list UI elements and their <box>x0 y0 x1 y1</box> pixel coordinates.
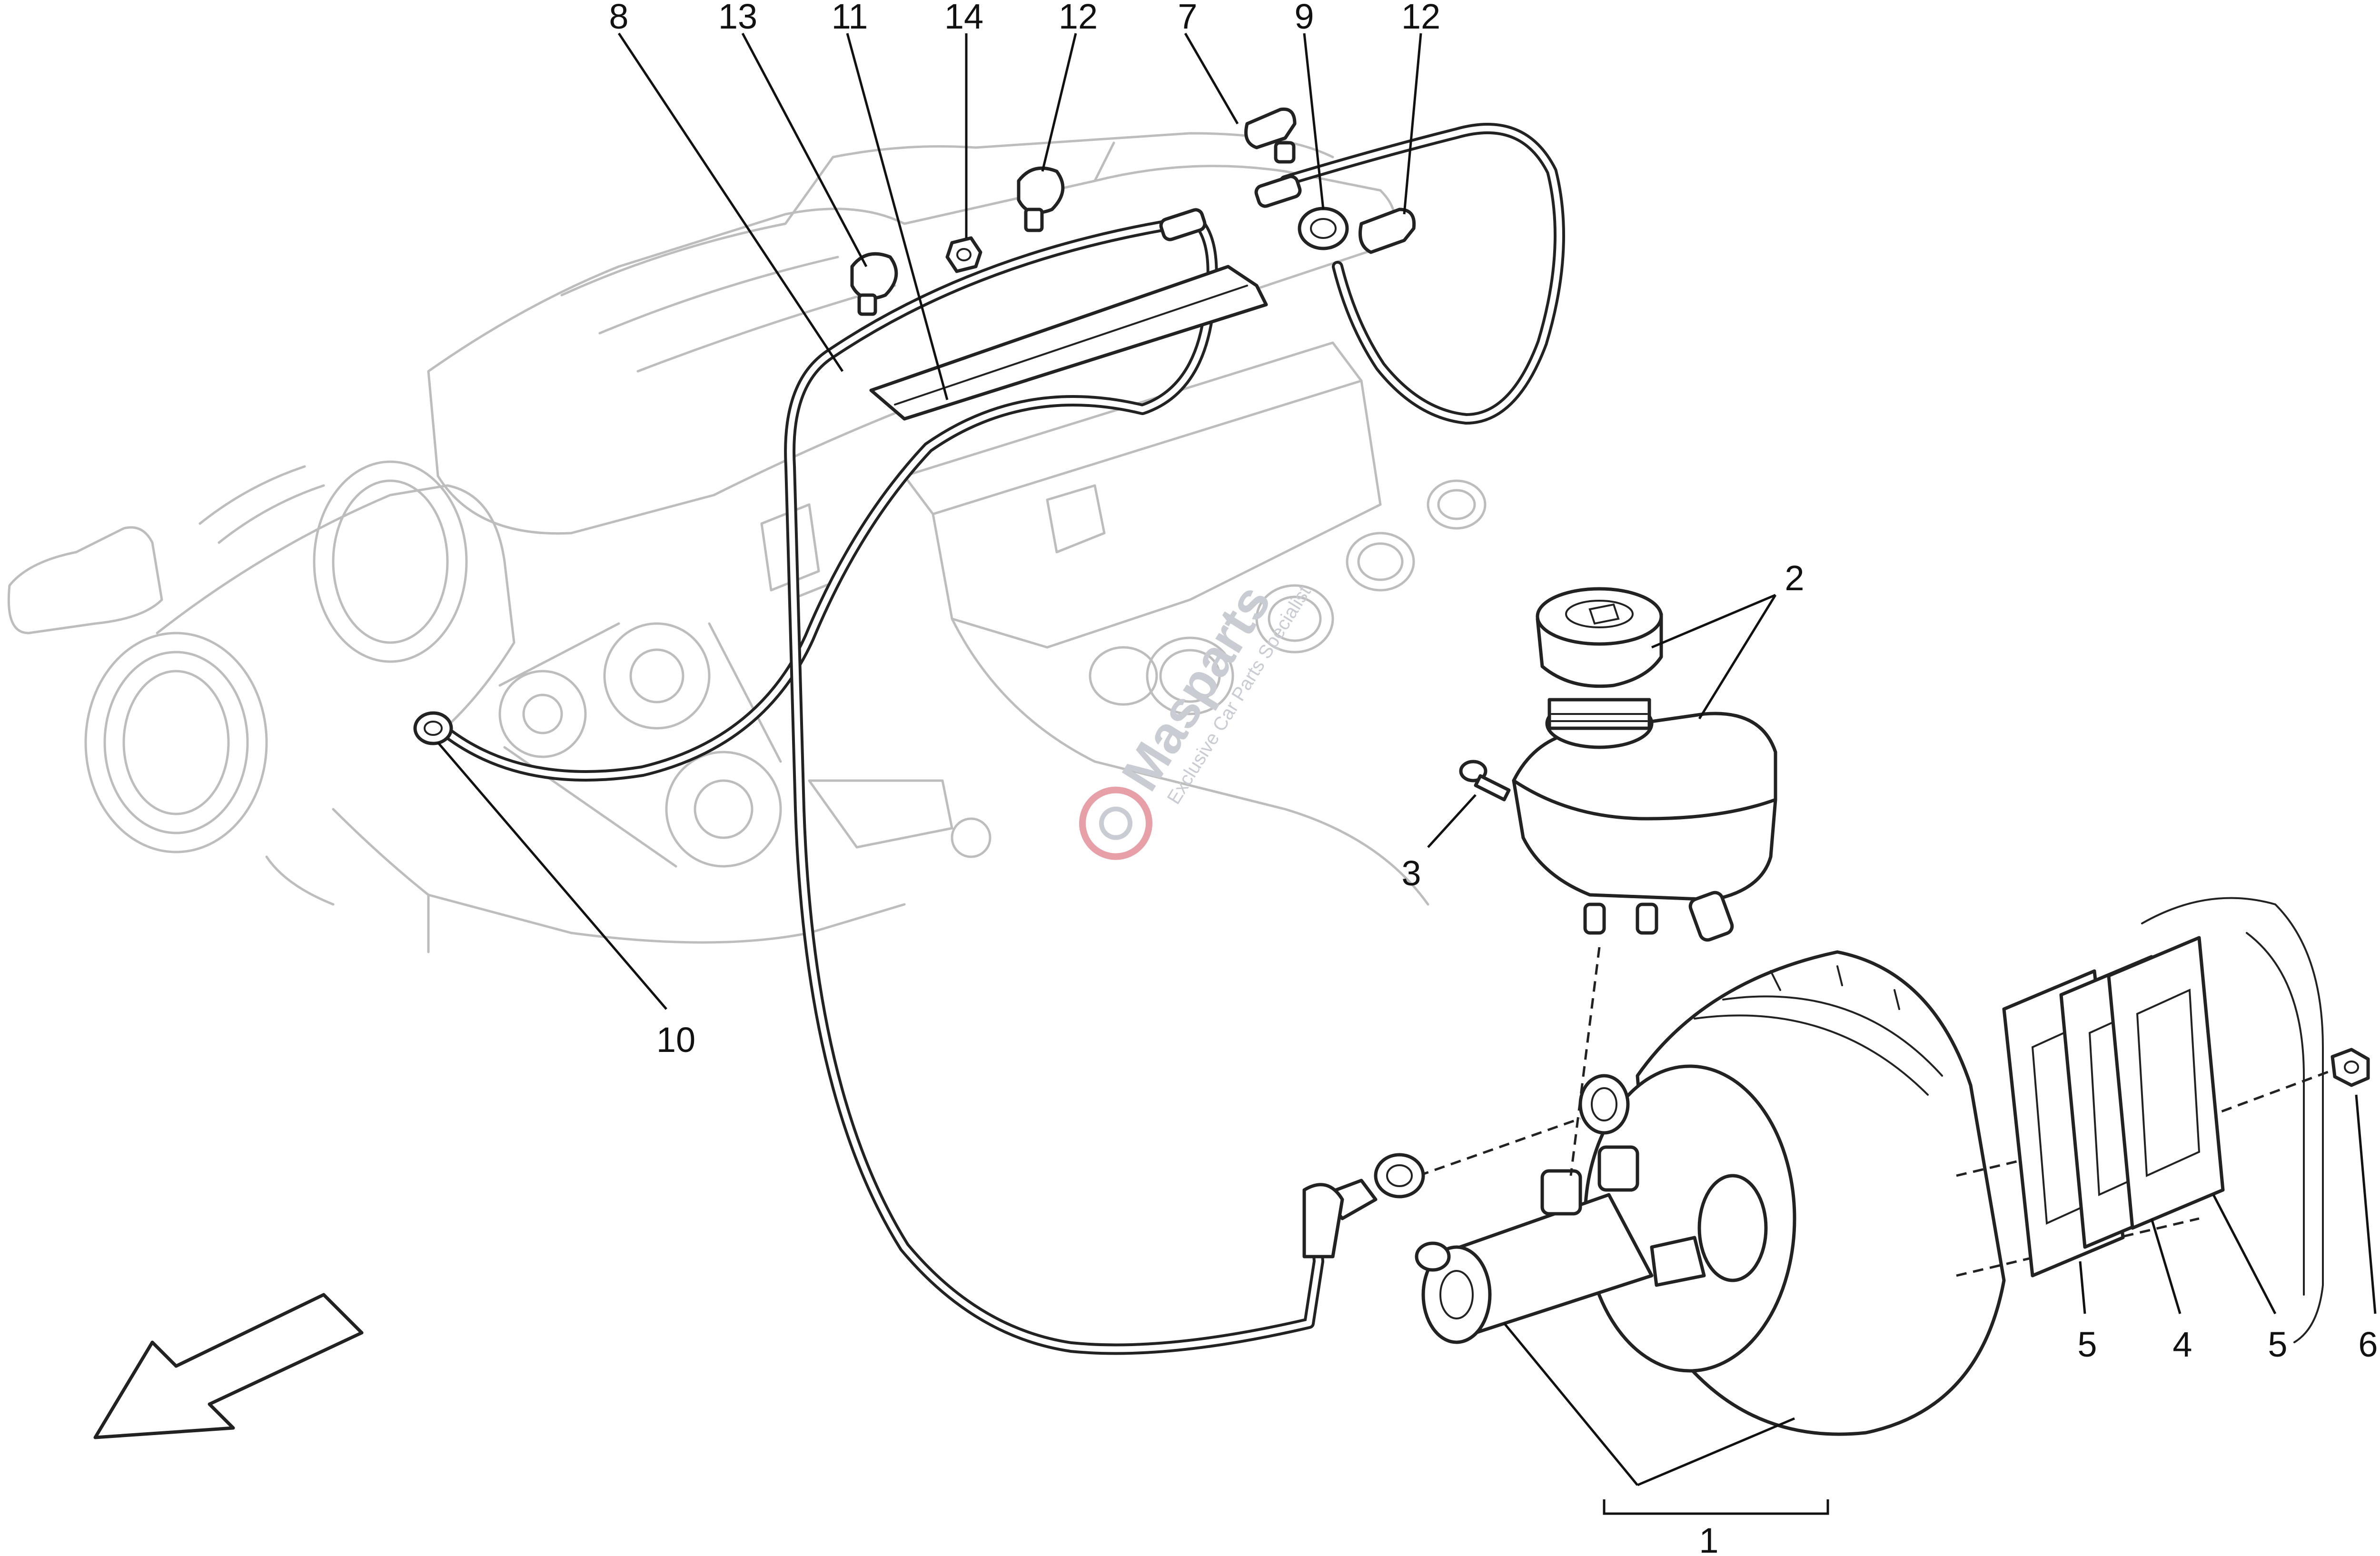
callout-12-left: 12 <box>1059 0 1098 36</box>
brake-fluid-reservoir <box>1512 698 1777 942</box>
callout-5-left: 5 <box>2077 1325 2097 1364</box>
vacuum-check-valve <box>1302 1153 1425 1259</box>
callout-5-right: 5 <box>2268 1325 2287 1364</box>
callout-11: 11 <box>832 0 868 36</box>
callout-9: 9 <box>1294 0 1314 36</box>
callout-8: 8 <box>609 0 628 36</box>
hose-connector-7 <box>1244 107 1297 164</box>
callout-1: 1 <box>1699 1521 1718 1556</box>
reservoir-bolt-3 <box>1459 760 1511 802</box>
reservoir-cap <box>1536 587 1663 688</box>
callout-4: 4 <box>2172 1325 2192 1364</box>
hose-bracket <box>869 265 1268 421</box>
grommet-9 <box>1298 207 1349 250</box>
engine-ghost-illustration <box>7 132 1487 953</box>
hose-clip-13 <box>850 252 898 316</box>
firewall-plate <box>2141 897 2324 1343</box>
direction-arrow-icon <box>93 1293 364 1439</box>
stud-line-nut <box>2189 1060 2357 1125</box>
callout-12-right: 12 <box>1401 0 1440 36</box>
gasket-5-right <box>2107 936 2225 1230</box>
vacuum-hose-assembly <box>442 123 1565 1355</box>
master-cylinder <box>1415 1145 1706 1344</box>
hose-connector-12-right <box>1359 208 1416 254</box>
callout-6: 6 <box>2358 1325 2378 1364</box>
booster-nut-6 <box>2330 1048 2370 1087</box>
callout-13: 13 <box>718 0 757 36</box>
valve-to-booster-line <box>1418 1117 1581 1177</box>
reservoir-to-cylinder-line <box>1569 947 1601 1176</box>
callout-14: 14 <box>944 0 983 36</box>
leader-lines <box>437 32 2377 1515</box>
callout-labels: 8 13 11 14 12 7 9 12 2 3 10 5 4 5 6 1 <box>609 0 2378 1556</box>
hose-clip-12-left <box>1017 166 1065 232</box>
callout-2: 2 <box>1785 558 1804 598</box>
callout-7: 7 <box>1178 0 1197 36</box>
hose-fittings <box>413 175 1302 745</box>
brake-booster <box>1578 950 2006 1436</box>
hose-nut-14 <box>945 236 982 273</box>
callout-10: 10 <box>656 1020 695 1060</box>
callout-3: 3 <box>1401 853 1421 893</box>
